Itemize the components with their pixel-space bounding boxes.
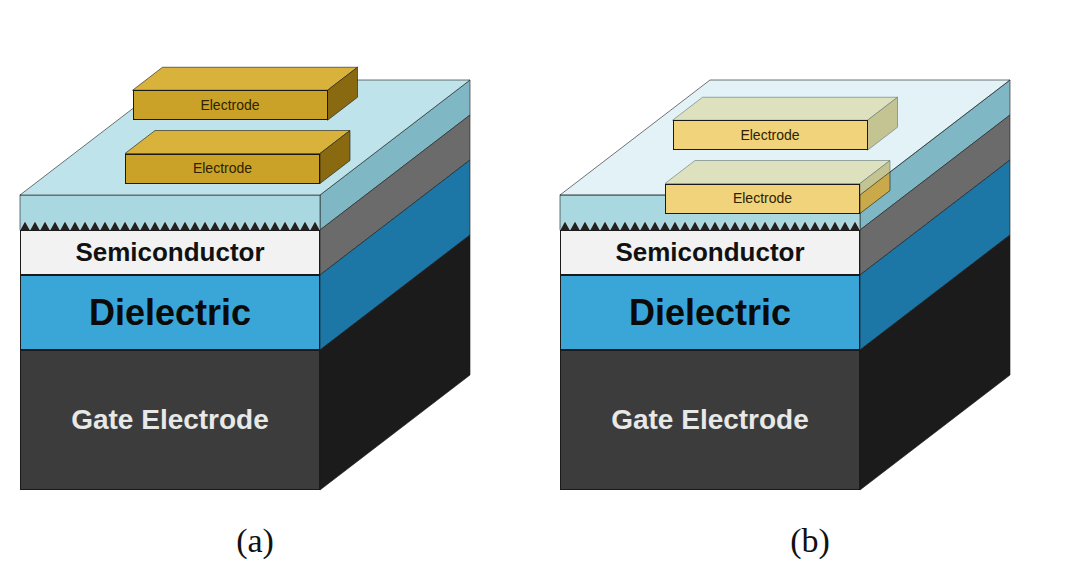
electrode-top-face bbox=[133, 67, 358, 90]
node-text: Gate Electrode bbox=[65, 405, 275, 436]
electrode-top-face bbox=[125, 131, 350, 154]
dielectric-layer: Dielectric bbox=[560, 275, 860, 350]
semiconductor-layer: Semiconductor bbox=[560, 230, 860, 275]
node-text: Electrode bbox=[194, 98, 265, 113]
molecule-texture bbox=[560, 221, 860, 230]
device-b bbox=[560, 80, 1010, 490]
node-text: Dielectric bbox=[83, 293, 257, 333]
device-a bbox=[20, 67, 470, 490]
node-text: Gate Electrode bbox=[605, 405, 815, 436]
layer-side-face bbox=[860, 235, 1010, 490]
layer-side-face bbox=[320, 235, 470, 490]
gate-electrode-layer: Gate Electrode bbox=[20, 350, 320, 490]
slab-top-face bbox=[560, 80, 1010, 195]
panel-label: (b) bbox=[790, 522, 830, 560]
electrode-bar: Electrode bbox=[673, 120, 868, 150]
node-text: Semiconductor bbox=[69, 238, 270, 267]
electrode-side-face bbox=[328, 67, 358, 120]
slab-top-face bbox=[20, 80, 470, 195]
node-text: Electrode bbox=[734, 128, 805, 143]
slab-front-face bbox=[20, 195, 320, 230]
node-text: Semiconductor bbox=[609, 238, 810, 267]
dielectric-layer: Dielectric bbox=[20, 275, 320, 350]
electrode-side-face bbox=[320, 131, 350, 184]
electrode-bar: Electrode bbox=[133, 90, 328, 120]
molecule-texture bbox=[20, 221, 320, 230]
electrode-bar: Electrode bbox=[125, 154, 320, 184]
panel-label: (a) bbox=[236, 522, 274, 560]
node-text: Electrode bbox=[727, 191, 798, 206]
node-text: Electrode bbox=[187, 161, 258, 176]
gate-electrode-layer: Gate Electrode bbox=[560, 350, 860, 490]
node-text: Dielectric bbox=[623, 293, 797, 333]
semiconductor-layer: Semiconductor bbox=[20, 230, 320, 275]
electrode-bar: Electrode bbox=[665, 184, 860, 214]
